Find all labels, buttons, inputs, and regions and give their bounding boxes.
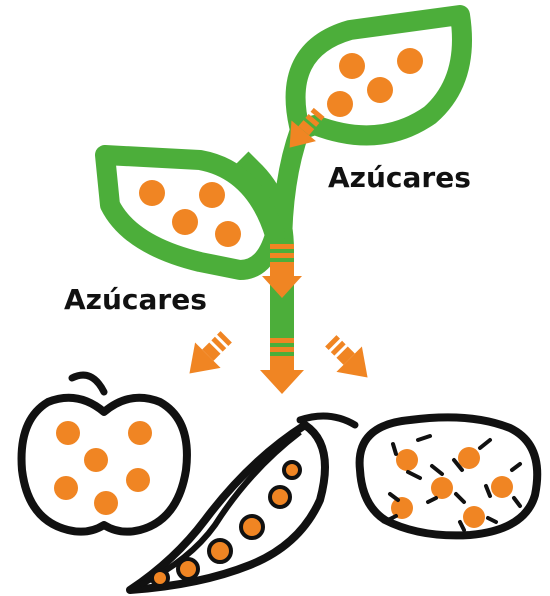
sugar-arrow-icon <box>177 324 239 386</box>
apple-sugar-2 <box>128 421 152 445</box>
apple-sugar-5 <box>54 476 78 500</box>
potato-sugar-6 <box>463 506 485 528</box>
upper-leaf-sugar-2 <box>397 48 423 74</box>
upper-leaf-sugar-4 <box>327 91 353 117</box>
apple-sugar-4 <box>126 468 150 492</box>
lower-leaf-sugar-3 <box>172 209 198 235</box>
pea-1 <box>284 462 300 478</box>
upper-leaf-sugar-1 <box>339 53 365 79</box>
lower-sugars-label: Azúcares <box>64 286 207 314</box>
lower-leaf-sugar-1 <box>139 180 165 206</box>
apple-sugar-1 <box>56 421 80 445</box>
potato-sugar-4 <box>491 476 513 498</box>
pea-2 <box>270 487 290 507</box>
sugar-arrow-icon <box>318 328 380 390</box>
potato-icon <box>360 417 538 535</box>
lower-leaf-sugar-4 <box>215 221 241 247</box>
apple-icon <box>22 375 187 532</box>
apple-sugar-6 <box>94 491 118 515</box>
pea-6 <box>152 570 168 586</box>
potato-sugar-3 <box>431 477 453 499</box>
potato-sugar-1 <box>396 449 418 471</box>
lower-leaf-sugar-2 <box>199 182 225 208</box>
pea-4 <box>209 540 231 562</box>
apple-sugar-3 <box>84 448 108 472</box>
potato-sugar-2 <box>458 447 480 469</box>
pea-5 <box>178 559 198 579</box>
upper-sugars-label: Azúcares <box>328 164 471 192</box>
pea-3 <box>241 516 263 538</box>
upper-leaf-sugar-3 <box>367 77 393 103</box>
